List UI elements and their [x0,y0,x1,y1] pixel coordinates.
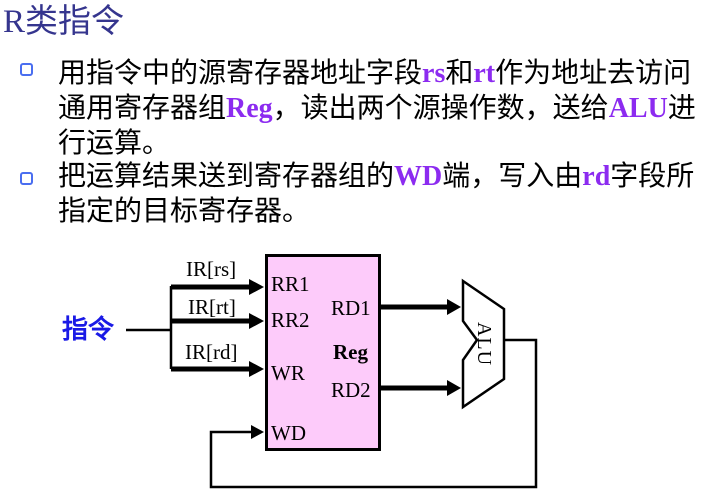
text-segment: 端，写入由 [442,161,583,192]
highlight-term: ALU [608,93,668,124]
text-line: 指定的目标寄存器。 [58,194,694,229]
arrow-wd [251,425,264,439]
text-segment: 作为地址去访问 [495,58,692,89]
text-segment: 和 [445,58,474,89]
highlight-term: rd [582,161,611,192]
highlight-term: rs [422,58,446,89]
text-line: 行运算。 [58,126,696,161]
alu-shape [461,278,506,410]
highlight-term: Reg [226,93,273,124]
ir-rd-label: IR[rd] [185,340,238,364]
text-segment: 字段所 [610,161,695,192]
text-segment: 指定的目标寄存器。 [58,196,311,227]
port-rr1-label: RR1 [271,272,310,296]
bullet-marker [20,63,33,76]
port-wr-label: WR [271,361,305,385]
port-wd-label: WD [271,421,306,445]
text-line: 通用寄存器组Reg，读出两个源操作数，送给ALU进 [58,91,696,126]
text-segment: ，读出两个源操作数，送给 [272,93,609,124]
arrow-rd1 [380,299,461,315]
bullet-text: 用指令中的源寄存器地址字段rs和rt作为地址去访问通用寄存器组Reg，读出两个源… [58,56,696,161]
text-line: 用指令中的源寄存器地址字段rs和rt作为地址去访问 [58,56,696,91]
arrow-ir-rs [171,279,264,295]
text-segment: 用指令中的源寄存器地址字段 [58,58,423,89]
register-file-title: Reg [333,340,368,364]
port-rd2-label: RD2 [331,378,371,402]
bullet-marker [20,172,33,185]
text-segment: 通用寄存器组 [58,93,227,124]
ir-rt-label: IR[rt] [188,295,236,319]
ir-rs-label: IR[rs] [186,257,237,281]
text-segment: 把运算结果送到寄存器组的 [58,161,395,192]
arrow-ir-rt [171,313,264,329]
register-file-box [265,254,381,451]
text-line: 把运算结果送到寄存器组的WD端，写入由rd字段所 [58,159,694,194]
slide-title: R类指令 [3,4,125,40]
highlight-term: WD [394,161,443,192]
port-rr2-label: RR2 [271,308,310,332]
alu-label: ALU [473,321,496,367]
text-segment: 进 [667,93,696,124]
arrow-ir-rd [171,361,264,377]
text-segment: 行运算。 [58,128,171,159]
highlight-term: rt [473,58,496,89]
port-rd1-label: RD1 [331,296,371,320]
bullet-text: 把运算结果送到寄存器组的WD端，写入由rd字段所指定的目标寄存器。 [58,159,694,229]
feedback-path [209,338,538,489]
arrow-rd2 [380,380,461,396]
instruction-label: 指令 [62,315,115,344]
